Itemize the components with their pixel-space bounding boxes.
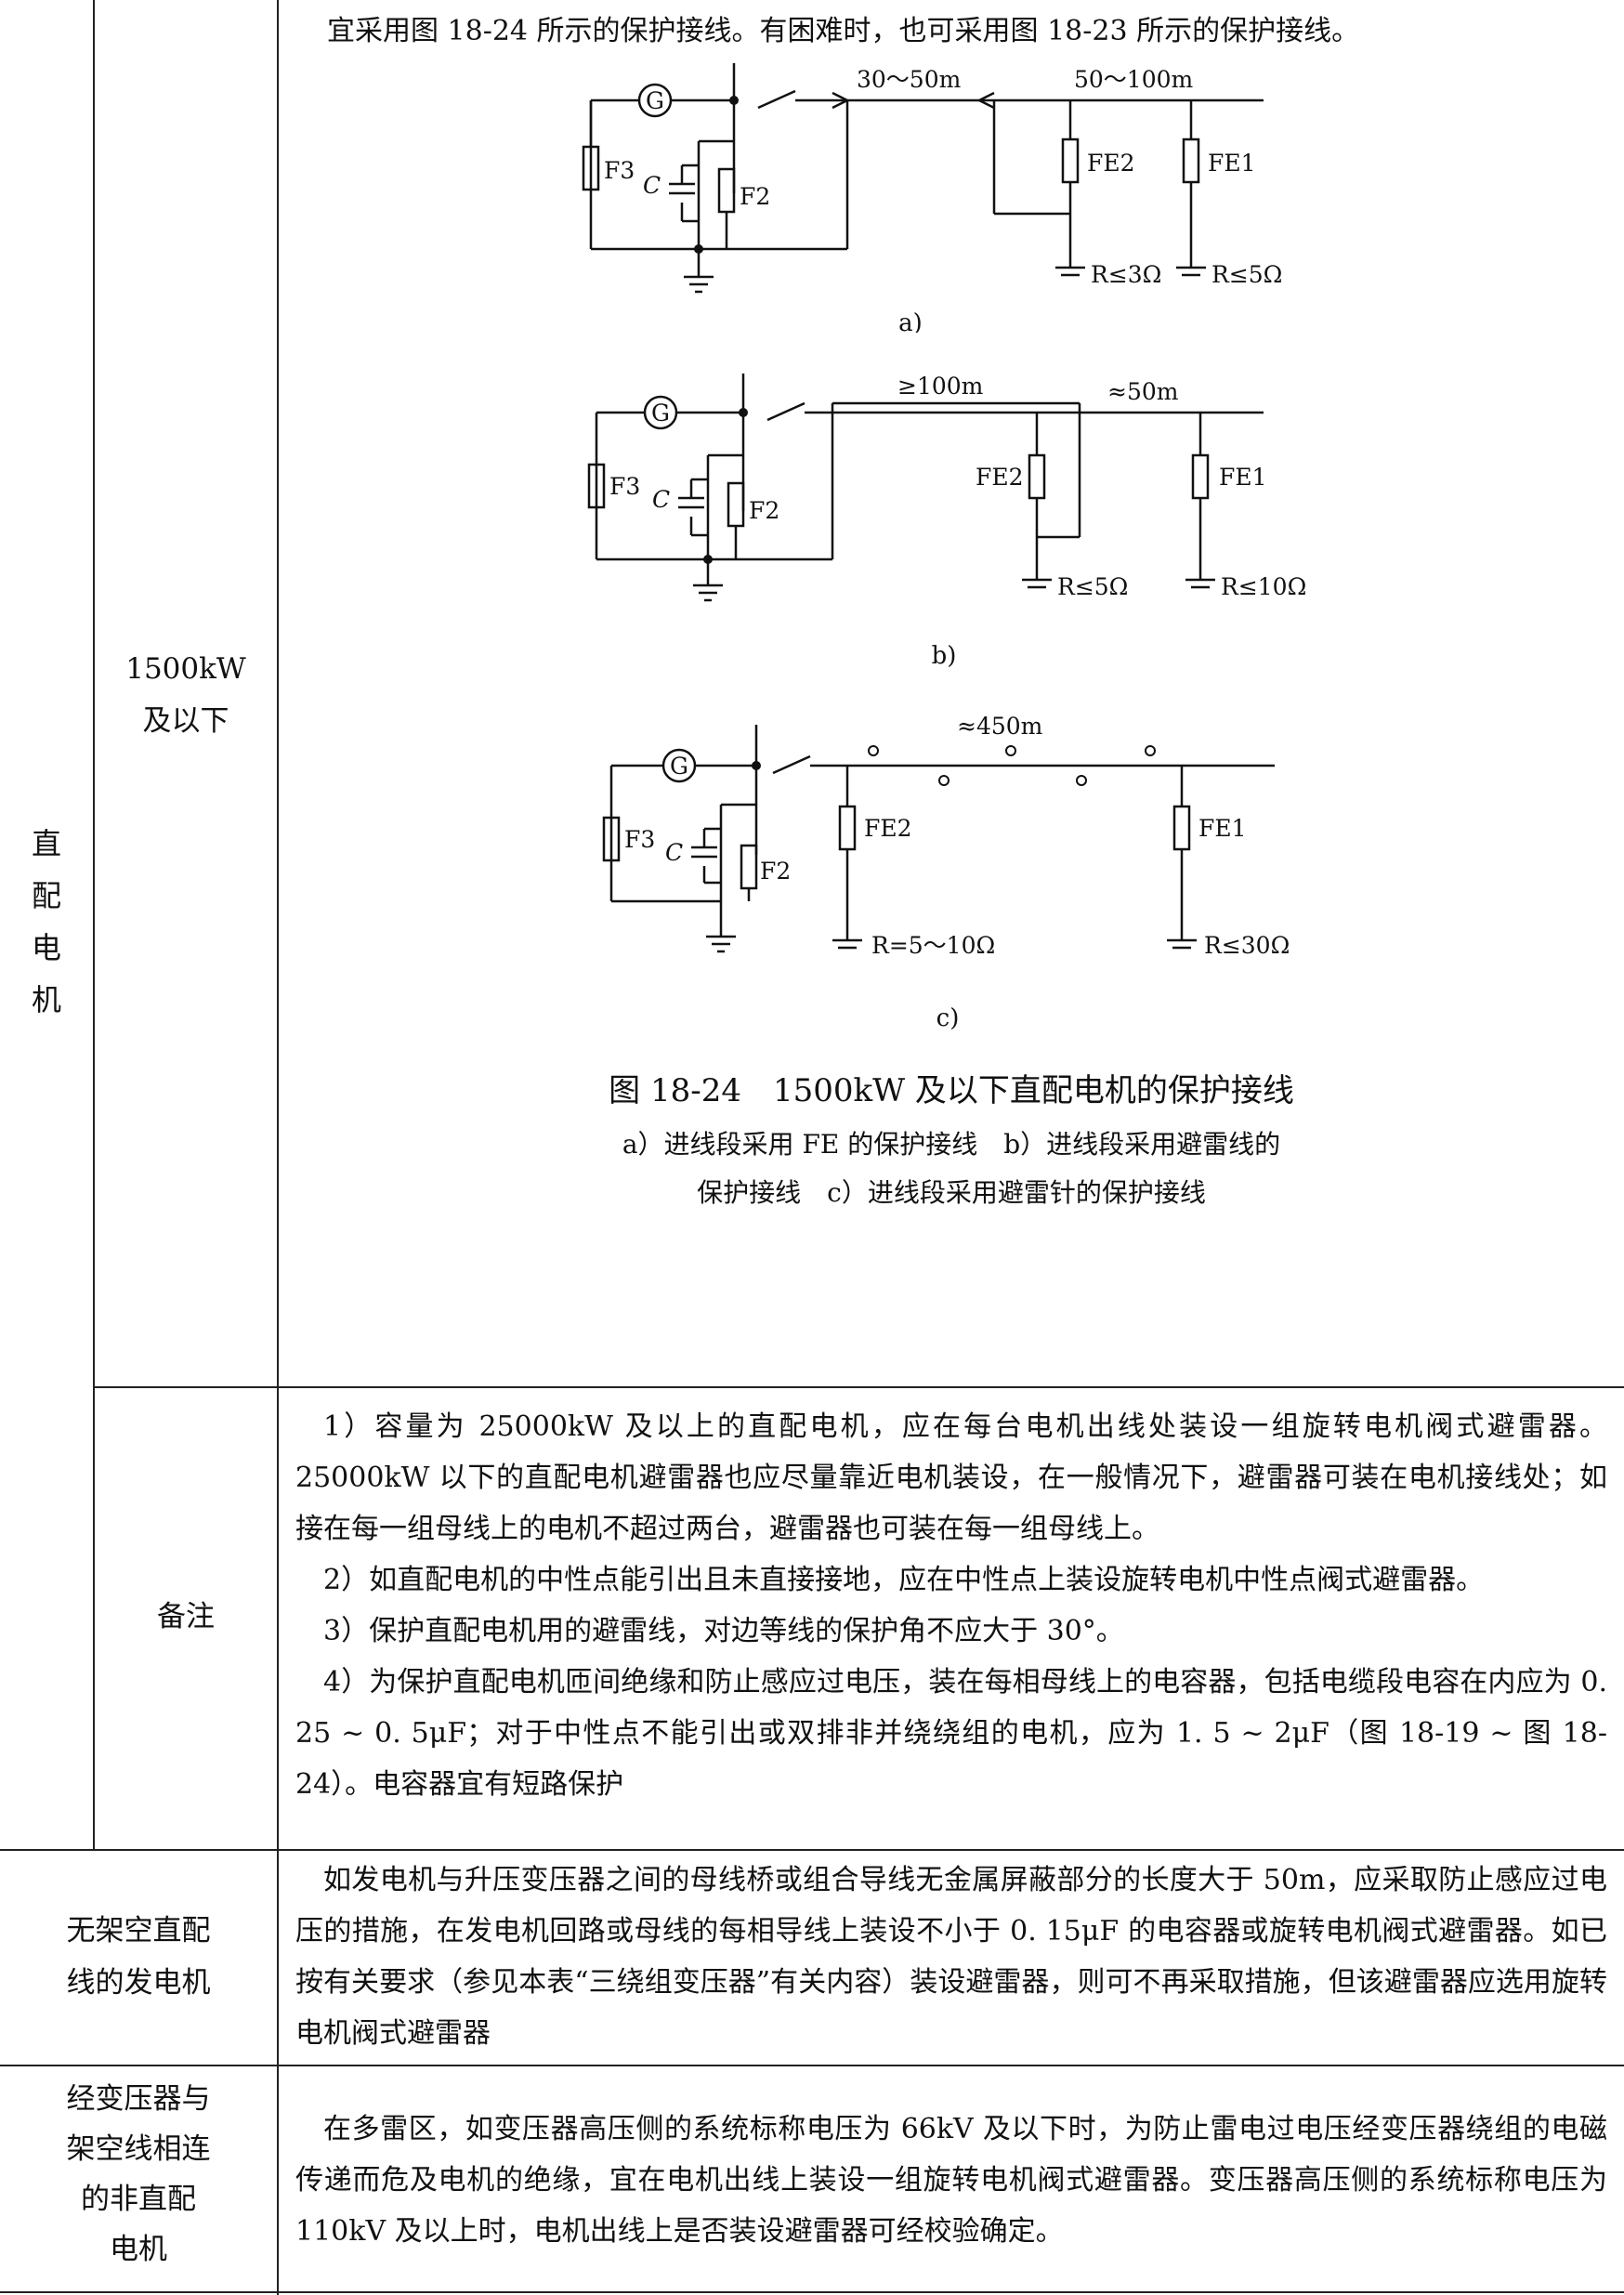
- resistance-label: R≤5Ω: [1057, 573, 1128, 600]
- length-label: 30～50m: [857, 66, 962, 93]
- table-line: [0, 1849, 1624, 1851]
- arrester-f3-label: F3: [624, 826, 655, 853]
- intro-text: 宜采用图 18-24 所示的保护接线。有困难时，也可采用图 18-23 所示的保…: [327, 15, 1360, 47]
- diagram-a: G F3 C F2 30～50m 50～100m FE2 FE1 R≤3Ω R≤…: [582, 63, 1282, 333]
- row-label-1500kw: 1500kW 及以下: [95, 643, 277, 747]
- fe2-label: FE2: [976, 464, 1024, 491]
- capacitor-label: C: [665, 839, 683, 866]
- table-line: [277, 0, 279, 2295]
- capacitor-label: C: [652, 486, 670, 513]
- note-2: 2）如直配电机的中性点能引出且未直接接地，应在中性点上装设旋转电机中性点阀式避雷…: [323, 1564, 1485, 1596]
- resistance-label: R≤5Ω: [1211, 261, 1282, 288]
- figure-caption: 图 18-24 1500kW 及以下直配电机的保护接线: [609, 1072, 1294, 1109]
- resistance-label: R=5～10Ω: [871, 932, 995, 959]
- row-label-line: 1500kW: [125, 652, 246, 686]
- diagram-b: G F3 C F2 ≥100m ≈50m FE2 FE1 R≤5Ω R≤10Ω …: [587, 373, 1306, 670]
- row-label-line: 的非直配: [81, 2183, 196, 2216]
- row-label-line: 无架空直配: [66, 1914, 211, 1947]
- table-line: [93, 1386, 1624, 1388]
- diagram-c: G F3 C F2 ≈450m FE2 FE1 R=5～10Ω R≤30Ω c): [602, 713, 1290, 1032]
- sub-figure-tag: b): [932, 642, 957, 670]
- arrester-f3-label: F3: [604, 157, 635, 184]
- figure-subcaption: 保护接线 c）进线段采用避雷针的保护接线: [697, 1177, 1206, 1208]
- resistance-label: R≤10Ω: [1221, 573, 1306, 600]
- sub-figure-tag: a): [898, 309, 923, 333]
- note-4: 4）为保护直配电机匝间绝缘和防止感应过电压，装在每相母线上的电容器，包括电缆段电…: [295, 1666, 1607, 1801]
- generator-label: G: [646, 87, 664, 114]
- sub-figure-tag: c): [936, 1004, 960, 1032]
- length-label: ≥100m: [897, 373, 984, 400]
- table-line: [0, 2291, 1624, 2293]
- figure-subcaption: a）进线段采用 FE 的保护接线 b）进线段采用避雷线的: [622, 1129, 1281, 1160]
- notes-label: 备注: [157, 1600, 215, 1633]
- resistance-label: R≤30Ω: [1204, 932, 1290, 959]
- note-3: 3）保护直配电机用的避雷线，对边等线的保护角不应大于 30°。: [323, 1615, 1124, 1647]
- row-label-line: 线的发电机: [66, 1966, 211, 2000]
- note-1: 1）容量为 25000kW 及以上的直配电机，应在每台电机出线处装设一组旋转电机…: [295, 1410, 1607, 1545]
- row4-text: 在多雷区，如变压器高压侧的系统标称电压为 66kV 及以下时，为防止雷电过电压经…: [295, 2113, 1607, 2248]
- row-label-line: 及以下: [142, 704, 229, 738]
- arrester-f2-label: F2: [740, 183, 770, 210]
- category-char: 电: [31, 930, 61, 965]
- fe1-label: FE1: [1198, 815, 1247, 842]
- fe2-label: FE2: [864, 815, 912, 842]
- category-char: 机: [31, 982, 61, 1017]
- table-line: [93, 0, 95, 1849]
- row-label-line: 电机: [110, 2233, 167, 2266]
- category-char: 直: [31, 826, 61, 861]
- arrester-f2-label: F2: [760, 858, 791, 885]
- arrester-f2-label: F2: [749, 497, 779, 524]
- row-label-no-overhead: 无架空直配 线的发电机: [0, 1905, 277, 2009]
- length-label: ≈450m: [957, 713, 1043, 740]
- row-label-line: 经变压器与: [66, 2082, 211, 2116]
- capacitor-label: C: [643, 172, 661, 199]
- row3-text: 如发电机与升压变压器之间的母线桥或组合导线无金属屏蔽部分的长度大于 50m，应采…: [295, 1864, 1607, 2050]
- table-line: [0, 2065, 1624, 2066]
- generator-label: G: [670, 753, 688, 780]
- category-label: 直 配 电 机: [26, 818, 67, 1026]
- length-label: 50～100m: [1074, 66, 1194, 93]
- fe2-label: FE2: [1087, 150, 1135, 177]
- fe1-label: FE1: [1219, 464, 1267, 491]
- length-label: ≈50m: [1107, 378, 1179, 405]
- row-label-transformer: 经变压器与 架空线相连 的非直配 电机: [0, 2074, 277, 2275]
- category-char: 配: [31, 878, 61, 913]
- generator-label: G: [651, 400, 670, 426]
- row-label-line: 架空线相连: [66, 2132, 211, 2166]
- notes-content: 1）容量为 25000kW 及以上的直配电机，应在每台电机出线处装设一组旋转电机…: [295, 1401, 1607, 1810]
- fe1-label: FE1: [1208, 150, 1256, 177]
- resistance-label: R≤3Ω: [1091, 261, 1161, 288]
- arrester-f3-label: F3: [609, 473, 640, 500]
